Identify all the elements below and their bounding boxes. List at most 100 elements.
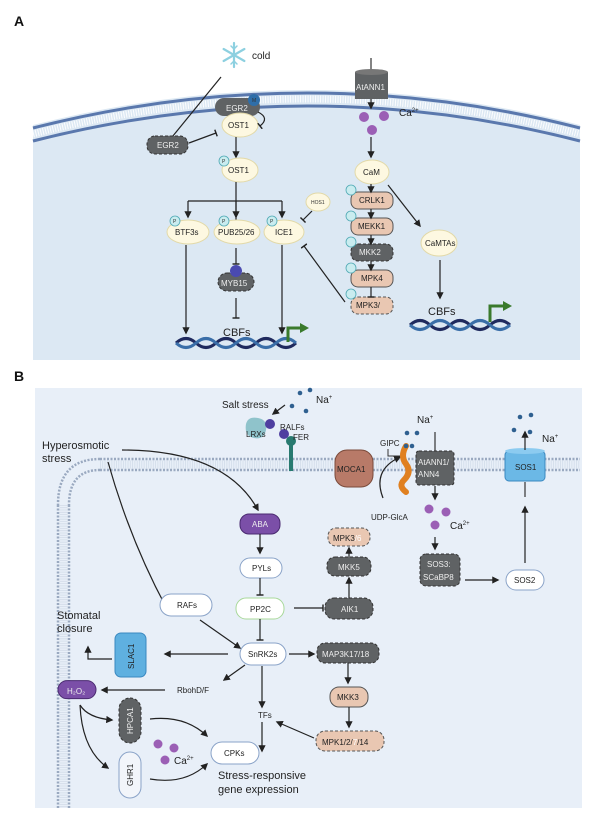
edge-cold-egr2 xyxy=(167,76,222,144)
phospho-label: P xyxy=(222,159,226,165)
mekk1-node: MEKK1 xyxy=(345,210,394,236)
phospho-label: P xyxy=(222,219,226,225)
panel-b-cell xyxy=(35,388,582,808)
promoter-right-icon xyxy=(488,304,505,322)
edge-egr2-ost1 xyxy=(188,129,218,144)
mkk5-label: MKK5 xyxy=(338,563,360,572)
phospho-label: P xyxy=(173,219,177,225)
edge-snrk2s-rboh xyxy=(222,664,246,681)
cold-label: cold xyxy=(252,51,270,62)
snrk2s-node xyxy=(239,642,287,666)
dna-right-icon xyxy=(408,319,512,331)
stomatal-label-2: closure xyxy=(57,623,92,635)
tfs-label: TFs xyxy=(258,711,272,720)
mkk3-label: MKK3 xyxy=(337,693,359,702)
na-label-sos1: Na+ xyxy=(542,434,559,445)
edge-hyperosmotic-rafs xyxy=(107,461,167,609)
rafs-node xyxy=(159,593,213,617)
cbfs-left-label: CBFs xyxy=(223,327,251,339)
fer-label: FER xyxy=(293,433,309,442)
phospho-icon xyxy=(218,215,230,227)
moca1-label: MOCA1 xyxy=(337,465,366,474)
edge-h2o2-hpca1 xyxy=(79,704,114,724)
edge-hos1-ice1 xyxy=(299,210,313,224)
cam-label: CaM xyxy=(363,168,380,177)
dna-left-icon xyxy=(174,337,298,349)
gene-expression-label-1: Stress-responsive xyxy=(218,770,306,782)
pp2c-label: PP2C xyxy=(250,605,271,614)
phospho-icon xyxy=(266,215,278,227)
panel-a-membrane-outer xyxy=(32,91,581,130)
svg-text:CRLK1: CRLK1 xyxy=(359,196,385,205)
svg-text:MPK3/: MPK3/ xyxy=(356,301,381,310)
sodium-ions-top xyxy=(289,387,313,414)
phospho-icon xyxy=(218,155,230,167)
edge-cam-camtas xyxy=(387,184,421,228)
h2o2-node xyxy=(57,680,97,700)
calcium-ion xyxy=(367,125,377,135)
phospho-icon xyxy=(169,215,181,227)
ca-ion-label: Ca2+ xyxy=(399,108,419,119)
aba-label: ABA xyxy=(252,520,269,529)
ice1-label: ICE1 xyxy=(275,228,293,237)
panel-a-membrane-inner xyxy=(32,104,581,143)
atann1-ann4-label-2: ANN4 xyxy=(418,470,440,479)
mpk3-6-b-node xyxy=(327,527,371,547)
rafs-label: RAFs xyxy=(177,601,197,610)
cpks-label: CPKs xyxy=(224,749,244,758)
fer-receptor xyxy=(289,441,293,471)
egr2-free-label: EGR2 xyxy=(157,141,179,150)
hyperosmotic-label-2: stress xyxy=(42,453,72,465)
crlk1-node: CRLK1 xyxy=(345,184,394,210)
svg-text:MPK4: MPK4 xyxy=(361,274,383,283)
ghr1-label: GHR1 xyxy=(126,763,135,786)
calcium-ions-b xyxy=(424,504,451,530)
hpca1-label: HPCA1 xyxy=(126,707,135,734)
ralf-peptide xyxy=(265,419,275,429)
gipc-label: GIPC xyxy=(380,439,400,448)
pyls-label: PYLs xyxy=(252,564,271,573)
svg-text:MEKK1: MEKK1 xyxy=(358,222,386,231)
rbohdf-label: RbohD/F xyxy=(177,686,209,695)
edge-rafs-snrk2s xyxy=(199,619,242,649)
na-label-gipc: Na+ xyxy=(417,415,434,426)
edge-udp-gipc xyxy=(379,456,402,499)
edge-ost1-self xyxy=(257,111,266,130)
mpk4-node: MPK4 xyxy=(345,262,394,288)
edge-mpk1-tfs xyxy=(275,720,315,739)
cam-node xyxy=(354,159,390,185)
sos1-label: SOS1 xyxy=(515,463,537,472)
panel-a-label: A xyxy=(14,13,24,29)
sodium-ions-sos1 xyxy=(511,412,534,435)
ralfs-label: RALFs xyxy=(280,423,304,432)
aik1-label: AIK1 xyxy=(341,605,359,614)
methyl-badge xyxy=(248,94,260,106)
map3k17-18-label: MAP3K17/18 xyxy=(322,650,370,659)
edge-mpk3-ice1 xyxy=(300,243,346,303)
lrxs-node xyxy=(245,417,267,439)
btf3s-node xyxy=(166,219,210,245)
ghr1-node xyxy=(118,751,142,799)
sos3-scabp8-node xyxy=(419,553,461,587)
sos3-label-1: SOS3: xyxy=(427,560,451,569)
ca-label-bottom: Ca2+ xyxy=(174,756,194,767)
cpks-node xyxy=(210,741,260,765)
gene-expression-label-2: gene expression xyxy=(218,784,299,796)
sos2-node xyxy=(505,569,545,591)
camtas-node xyxy=(420,229,458,257)
edge-salt-lrx xyxy=(271,404,286,415)
gipc-bracket xyxy=(387,449,400,457)
salt-stress-label: Salt stress xyxy=(222,400,269,411)
ralf-peptide xyxy=(279,429,289,439)
promoter-left-arrowhead xyxy=(300,323,309,333)
pyls-node xyxy=(239,557,283,579)
edge-hyperosmotic-aba xyxy=(121,449,259,512)
mpk3-6-node: MPK3/ xyxy=(345,288,394,315)
atann1-channel xyxy=(355,72,388,99)
sodium-ions-gipc xyxy=(403,430,420,449)
mkk2-node: MKK2 xyxy=(345,236,394,262)
h2o2-label: H₂O₂ xyxy=(67,687,85,696)
pub25-26-label: PUB25/26 xyxy=(218,228,255,237)
atann1-ann4-label-1: AtANN1/ xyxy=(418,458,450,467)
sos2-label: SOS2 xyxy=(514,576,536,585)
